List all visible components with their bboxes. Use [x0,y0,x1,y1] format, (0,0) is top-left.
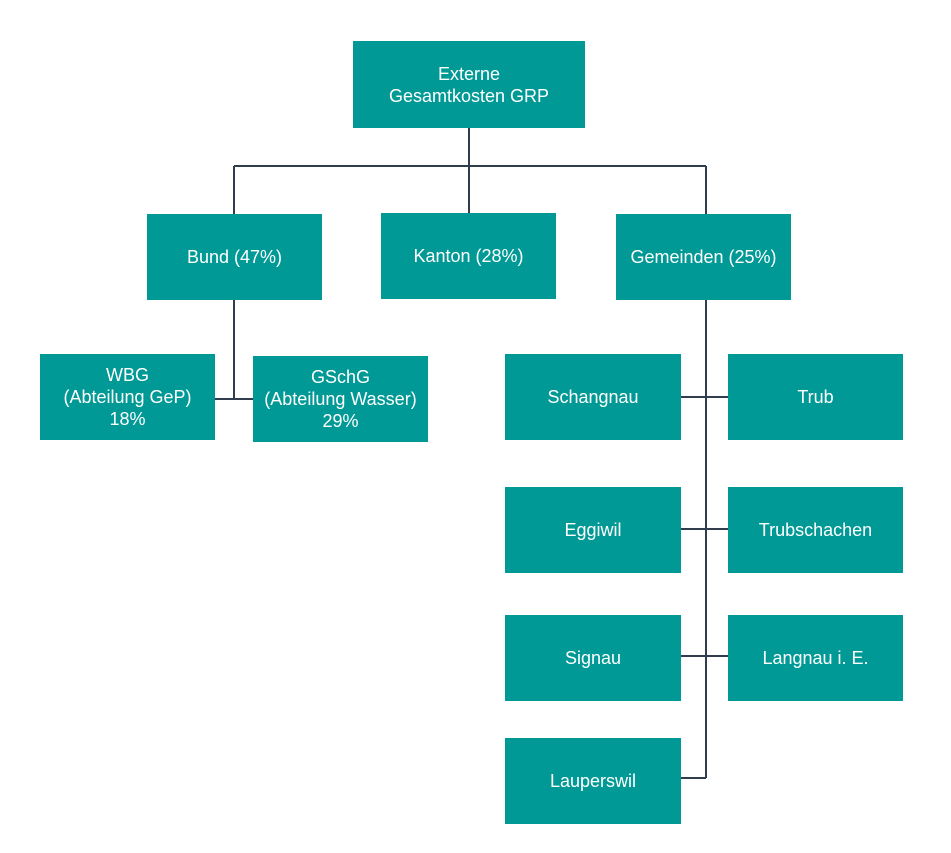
node-trub: Trub [728,354,903,440]
node-gschg: GSchG (Abteilung Wasser) 29% [253,356,428,442]
node-langnau: Langnau i. E. [728,615,903,701]
node-gemeinden: Gemeinden (25%) [616,214,791,300]
node-label: Signau [564,648,622,668]
node-label-line3: 29% [322,411,359,431]
node-label-line2: (Abteilung Wasser) [264,389,417,409]
node-label: Gemeinden (25%) [630,247,777,267]
node-schangnau: Schangnau [505,354,681,440]
node-label-line1: Externe [437,63,501,84]
node-label: Schangnau [547,387,639,407]
node-signau: Signau [505,615,681,701]
node-kanton: Kanton (28%) [381,213,556,299]
node-wbg: WBG (Abteilung GeP) 18% [40,354,215,440]
node-label: Kanton (28%) [413,246,524,266]
node-label: Bund (47%) [186,247,283,267]
node-label-line1: WBG [105,365,149,385]
node-externe-gesamtkosten: Externe Gesamtkosten GRP [353,41,585,128]
node-label: Eggiwil [564,520,622,540]
node-label: Langnau i. E. [762,648,869,668]
node-label: Lauperswil [549,771,637,791]
node-label-line2: Gesamtkosten GRP [388,85,550,106]
node-label-line1: GSchG [310,367,370,387]
node-eggiwil: Eggiwil [505,487,681,573]
node-bund: Bund (47%) [147,214,322,300]
node-trubschachen: Trubschachen [728,487,903,573]
node-label: Trubschachen [758,520,873,540]
node-label-line2: (Abteilung GeP) [63,387,192,407]
node-label-line3: 18% [109,409,146,429]
node-lauperswil: Lauperswil [505,738,681,824]
node-label: Trub [797,387,834,407]
